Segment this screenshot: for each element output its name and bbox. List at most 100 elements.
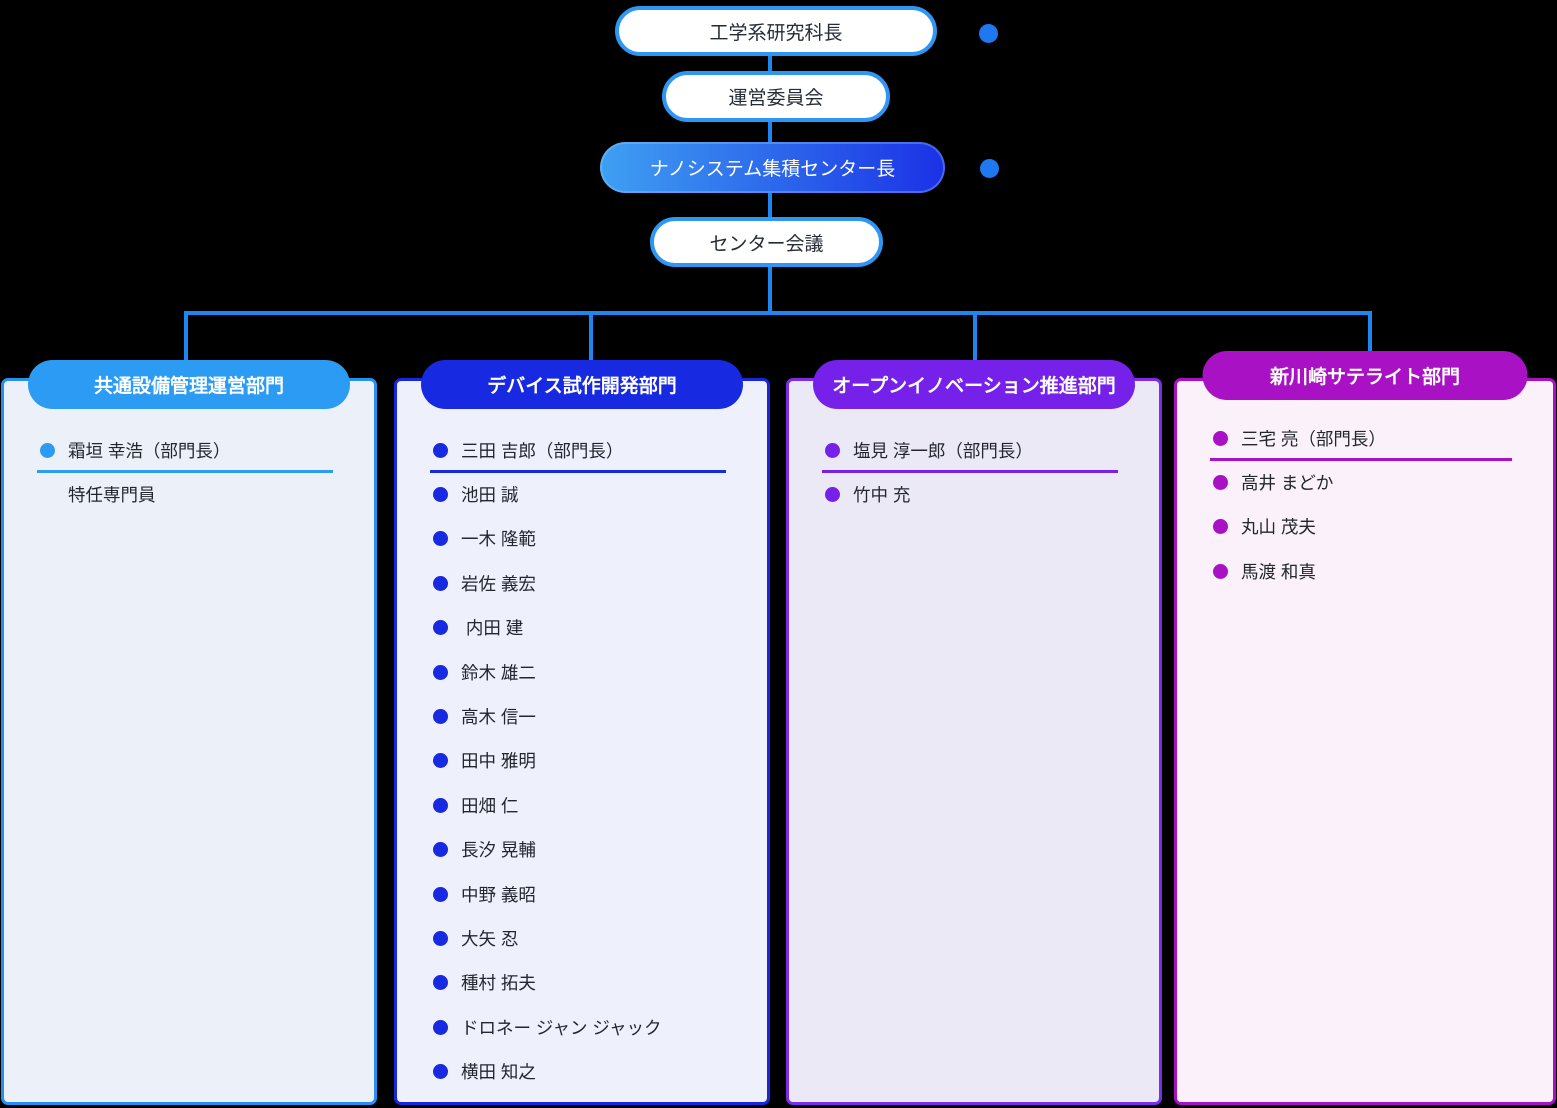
member-name: 中野 義昭 (461, 884, 536, 905)
member-name: 横田 知之 (461, 1062, 536, 1083)
member-name: 高井 まどか (1241, 473, 1334, 494)
member-row: 横田 知之 (433, 1049, 731, 1093)
member-row: 竹中 充 (825, 472, 1123, 516)
member-row: 田中 雅明 (433, 739, 731, 783)
member-row: 鈴木 雄二 (433, 650, 731, 694)
node-label: 工学系研究科長 (709, 22, 843, 44)
member-row: 田畑 仁 (433, 783, 731, 827)
member-bullet-icon (433, 1064, 448, 1080)
member-name: 種村 拓夫 (461, 973, 536, 994)
member-name: 霜垣 幸浩（部門長） (68, 440, 231, 461)
member-row: 馬渡 和真 (1213, 549, 1517, 593)
dept-title: デバイス試作開発部門 (487, 376, 677, 397)
node-steering-committee: 運営委員会 (662, 71, 890, 122)
member-row: ドロネー ジャン ジャック (433, 1005, 731, 1049)
dept-title-pill: 新川崎サテライト部門 (1202, 351, 1528, 400)
member-row: 大矢 忍 (433, 916, 731, 960)
member-name: 池田 誠 (461, 485, 519, 506)
member-bullet-icon (433, 886, 448, 902)
member-bullet-icon (433, 487, 448, 503)
member-bullet-icon (825, 487, 840, 503)
node-dean-of-engineering: 工学系研究科長 (615, 6, 937, 56)
leader-divider (1210, 458, 1512, 462)
dept-title: オープンイノベーション推進部門 (832, 376, 1116, 397)
connector-drop (589, 311, 593, 361)
member-name: 塩見 淳一郎（部門長） (853, 440, 1033, 461)
member-row: 長汐 晃輔 (433, 828, 731, 872)
member-name: 長汐 晃輔 (461, 840, 536, 861)
member-name: 田中 雅明 (461, 751, 536, 772)
member-bullet-icon (40, 442, 55, 458)
member-bullet-icon (433, 620, 448, 636)
dept-panel-device-prototyping: デバイス試作開発部門 三田 吉郎（部門長） 池田 誠一木 隆範岩佐 義宏 内田 建… (394, 360, 770, 1105)
node-center-meeting: センター会議 (650, 217, 883, 267)
member-row: 一木 隆範 (433, 517, 731, 561)
connector-drop (184, 311, 188, 361)
member-row: 種村 拓夫 (433, 961, 731, 1005)
dept-panel-open-innovation: オープンイノベーション推進部門 塩見 淳一郎（部門長） 竹中 充 (786, 360, 1162, 1105)
member-row: 高木 信一 (433, 694, 731, 738)
member-row: 丸山 茂夫 (1213, 505, 1517, 549)
member-row: 岩佐 義宏 (433, 561, 731, 605)
member-bullet-icon (825, 442, 840, 458)
dept-title-pill: オープンイノベーション推進部門 (813, 360, 1135, 409)
member-row: 中野 義昭 (433, 872, 731, 916)
member-bullet-icon (433, 709, 448, 725)
node-center-director: ナノシステム集積センター長 (600, 142, 945, 193)
member-list: 霜垣 幸浩（部門長） 特任専門員 (4, 381, 374, 517)
member-bullet-icon (433, 575, 448, 591)
node-label: ナノシステム集積センター長 (649, 159, 896, 180)
dept-title-pill: 共通設備管理運営部門 (28, 360, 350, 409)
connector-drop (973, 311, 977, 361)
member-name: 一木 隆範 (461, 529, 536, 550)
member-bullet-icon (1213, 519, 1228, 535)
member-bullet-icon (433, 1019, 448, 1035)
member-bullet-icon (1213, 563, 1228, 579)
member-bullet-icon (433, 975, 448, 991)
member-row: 内田 建 (433, 606, 731, 650)
member-list: 塩見 淳一郎（部門長） 竹中 充 (789, 381, 1159, 517)
dept-title: 新川崎サテライト部門 (1269, 367, 1460, 388)
member-name: ドロネー ジャン ジャック (461, 1017, 662, 1038)
member-row: 三田 吉郎（部門長） (433, 428, 731, 472)
member-bullet-icon (433, 797, 448, 813)
member-row: 三宅 亮（部門長） (1213, 416, 1517, 460)
node-label: 運営委員会 (728, 88, 824, 109)
member-name: 馬渡 和真 (1241, 561, 1316, 582)
leader-divider (37, 470, 333, 474)
member-name: 大矢 忍 (461, 928, 519, 949)
node-label: センター会議 (709, 233, 824, 255)
member-row: 塩見 淳一郎（部門長） (825, 428, 1123, 472)
member-bullet-icon (433, 842, 448, 858)
member-bullet-icon (433, 531, 448, 547)
member-name: 特任専門員 (68, 485, 156, 506)
member-bullet-icon (1213, 475, 1228, 491)
dept-title-pill: デバイス試作開発部門 (421, 360, 743, 409)
member-name: 田畑 仁 (461, 795, 519, 816)
member-list: 三宅 亮（部門長） 高井 まどか丸山 茂夫馬渡 和真 (1177, 381, 1553, 594)
member-name: 三田 吉郎（部門長） (461, 440, 624, 461)
member-name: 三宅 亮（部門長） (1241, 428, 1386, 449)
member-name: 鈴木 雄二 (461, 662, 536, 683)
member-name: 内田 建 (461, 618, 524, 639)
member-row: 高井 まどか (1213, 460, 1517, 504)
member-row: 特任専門員 (40, 472, 338, 516)
leader-divider (822, 470, 1118, 474)
member-bullet-icon (433, 442, 448, 458)
member-row: 霜垣 幸浩（部門長） (40, 428, 338, 472)
member-list: 三田 吉郎（部門長） 池田 誠一木 隆範岩佐 義宏 内田 建鈴木 雄二高木 信一田… (397, 381, 767, 1094)
member-name: 高木 信一 (461, 707, 536, 728)
marker-dot-icon (979, 24, 998, 43)
marker-dot-icon (980, 159, 999, 178)
member-row: 池田 誠 (433, 472, 731, 516)
dept-panel-shared-facilities: 共通設備管理運営部門 霜垣 幸浩（部門長） 特任専門員 (1, 360, 377, 1105)
leader-divider (430, 470, 726, 474)
member-bullet-icon (433, 753, 448, 769)
member-name: 丸山 茂夫 (1241, 517, 1316, 538)
member-bullet-icon (433, 930, 448, 946)
connector-drop (1368, 311, 1372, 353)
dept-title: 共通設備管理運営部門 (93, 376, 284, 397)
member-name: 竹中 充 (853, 485, 911, 506)
dept-panel-shin-kawasaki-satellite: 新川崎サテライト部門 三宅 亮（部門長） 高井 まどか丸山 茂夫馬渡 和真 (1174, 351, 1556, 1105)
